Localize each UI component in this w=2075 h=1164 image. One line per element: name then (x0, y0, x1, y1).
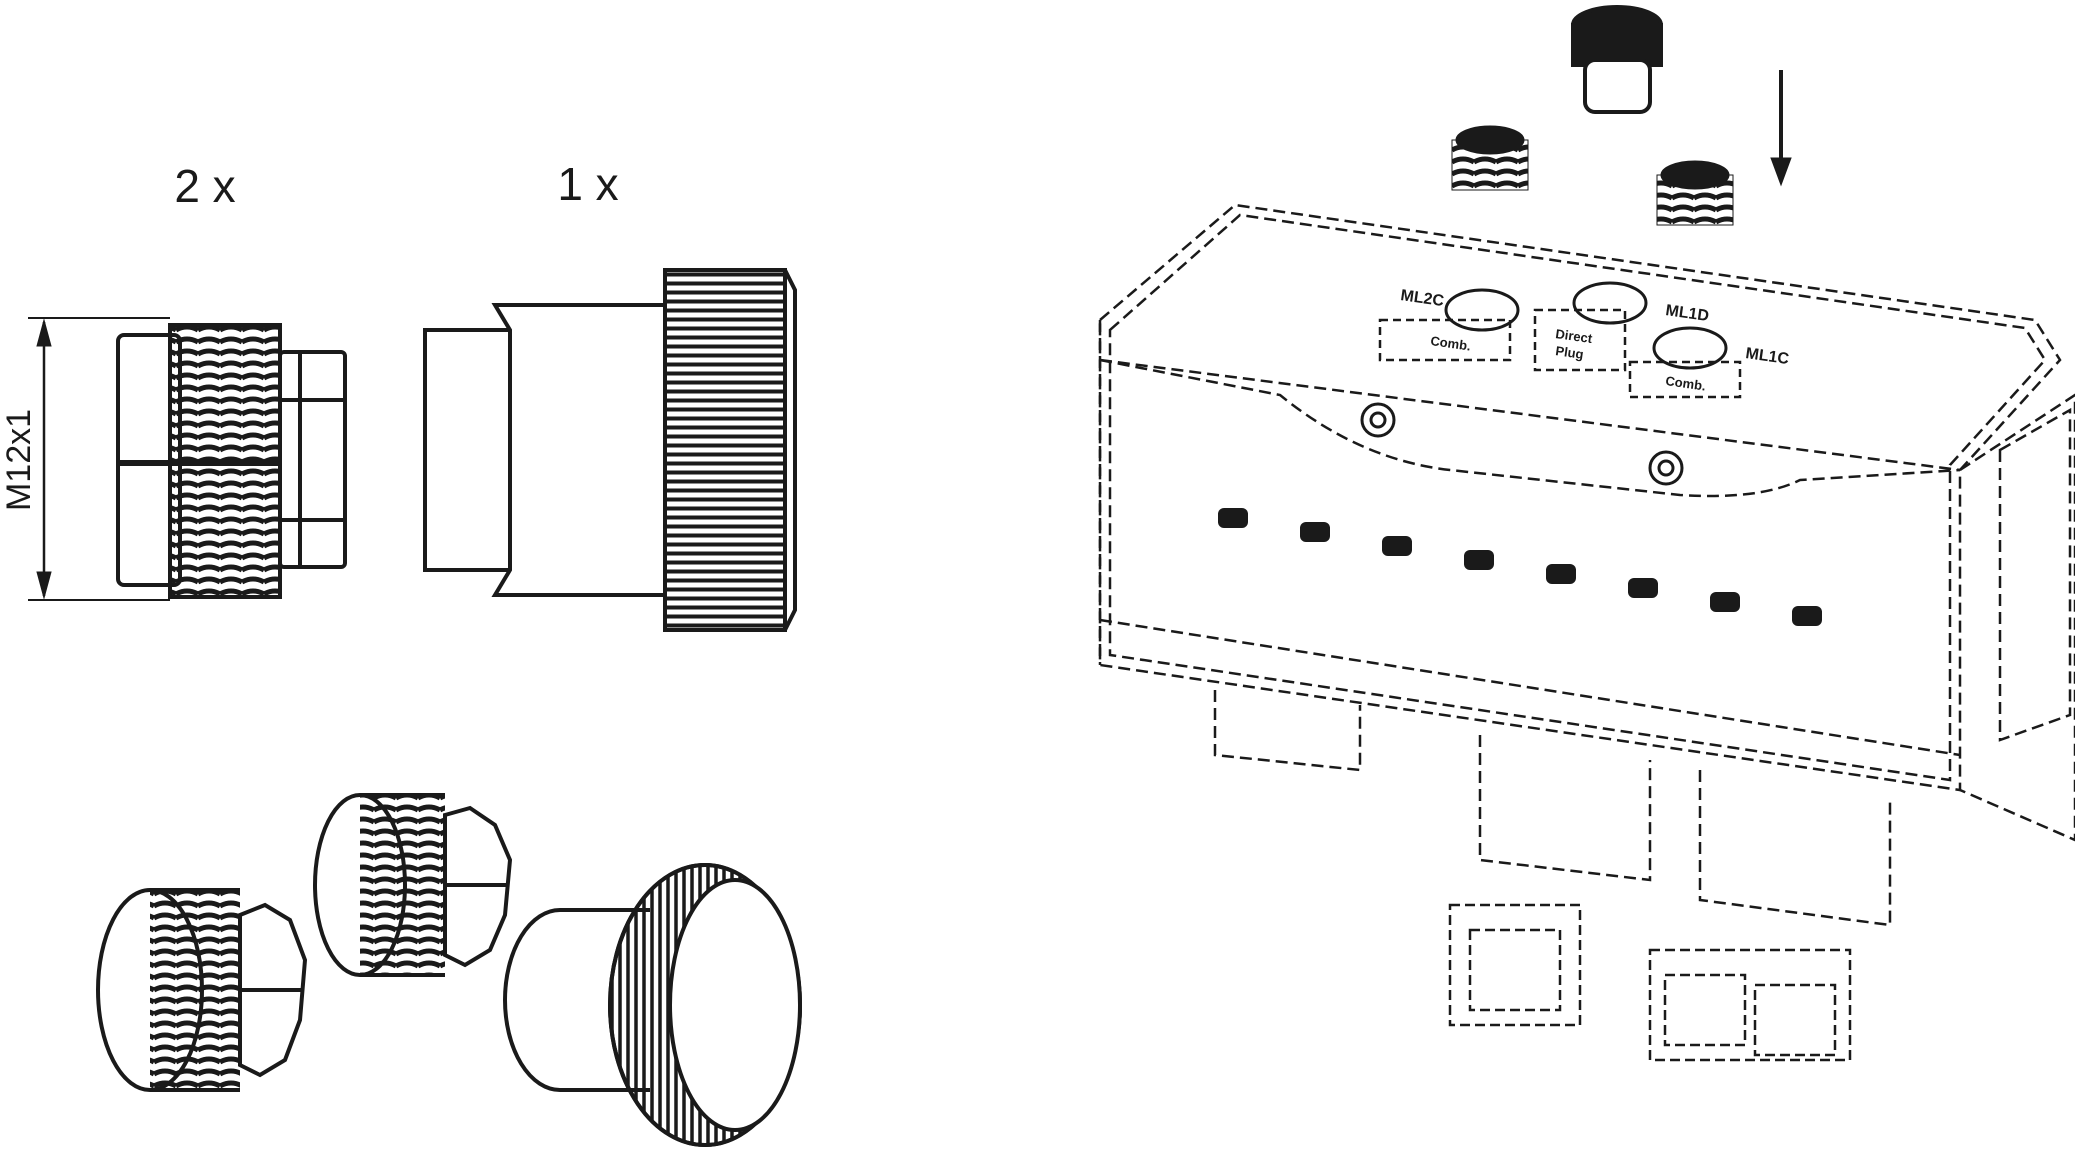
screw-icon (1360, 402, 1684, 486)
cap-quantity-label: 1 x (557, 158, 618, 210)
module-face-curve (1099, 358, 1961, 498)
network-connector-right (1648, 948, 1852, 1062)
port-label-ml2c: ML2C (1399, 287, 1445, 310)
port-tag-mid-2: Plug (1555, 343, 1585, 362)
port-label-boxes (1378, 308, 1742, 399)
plug-above-module-left (1451, 125, 1529, 191)
m12-plug-iso-right (313, 793, 513, 977)
port-tag-left: Comb. (1430, 333, 1472, 353)
m12-plug-side-view (116, 323, 347, 599)
port-label-ml1c: ML1C (1744, 345, 1790, 368)
port-label-ml1d: ML1D (1664, 302, 1710, 325)
port-tag-mid-1: Direct (1555, 326, 1594, 346)
thread-dimension-label: M12x1 (0, 409, 38, 511)
io-module-housing (1098, 203, 2075, 927)
insert-arrow-icon (1770, 70, 1792, 187)
thread-dimension (28, 317, 170, 601)
m12-cap-iso (503, 863, 802, 1147)
m12-plug-iso-left (96, 888, 308, 1092)
network-connector-left (1448, 903, 1582, 1027)
plug-quantity-label: 2 x (174, 160, 235, 212)
cap-above-module (1571, 5, 1663, 114)
m12-cap-side-view (423, 268, 797, 632)
m12-port-icons (1444, 281, 1728, 370)
port-tag-right: Comb. (1665, 373, 1707, 393)
status-led-row (1218, 508, 1822, 626)
plug-above-module-right (1656, 160, 1734, 226)
